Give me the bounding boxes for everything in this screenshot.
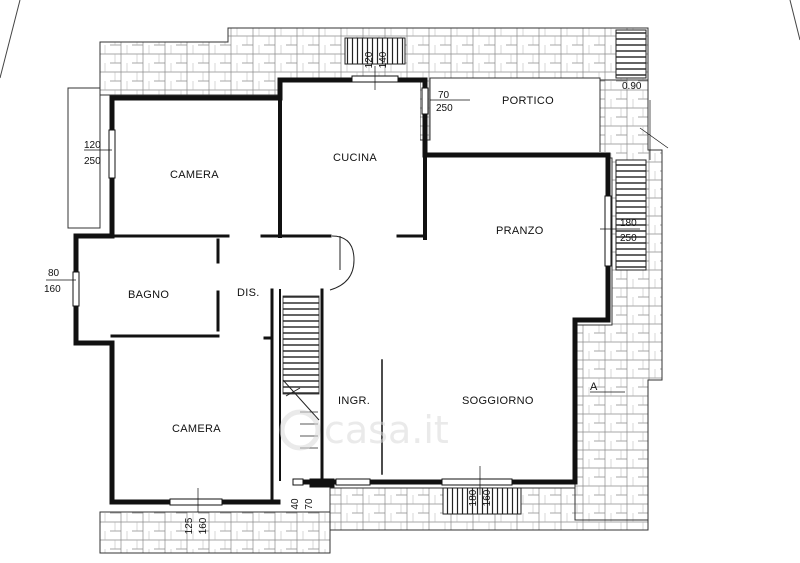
interior-floor xyxy=(74,80,608,500)
label-camera-top: CAMERA xyxy=(170,169,219,181)
label-portico: PORTICO xyxy=(502,95,554,107)
site-boundary xyxy=(0,0,800,79)
walls xyxy=(73,77,611,505)
dim-pranzo-window-w: 180 xyxy=(620,218,637,229)
dim-bagno-window-h: 160 xyxy=(44,284,61,295)
watermark-text: casa.it xyxy=(324,408,449,452)
dim-top-window-w: 120 xyxy=(364,51,375,68)
watermark: casa.it xyxy=(279,408,449,452)
dim-camera2-window-h: 160 xyxy=(198,517,209,534)
label-pranzo: PRANZO xyxy=(496,225,544,237)
dimension-leaders xyxy=(46,66,669,512)
label-dis: DIS. xyxy=(237,287,260,299)
dim-camera2-window-w: 125 xyxy=(184,517,195,534)
dim-cucina-window-w: 70 xyxy=(438,90,450,101)
label-cucina: CUCINA xyxy=(333,152,377,164)
dim-top-window-h: 140 xyxy=(378,51,389,68)
internal-stair xyxy=(282,295,320,449)
external-steps xyxy=(344,29,647,515)
dim-sogg-window-w: 180 xyxy=(468,489,479,506)
dim-cucina-window-h: 250 xyxy=(436,103,453,114)
dim-pranzo-window-h: 250 xyxy=(620,233,637,244)
dimension-labels: 120 140 70 250 0.90 120 250 180 250 80 1… xyxy=(44,51,642,534)
room-labels: CAMERA CUCINA PORTICO PRANZO BAGNO DIS. … xyxy=(128,95,554,435)
dim-camera-window-w: 120 xyxy=(84,140,101,151)
label-ingr: INGR. xyxy=(338,395,370,407)
dim-ingr-door-w: 40 xyxy=(290,498,301,510)
dim-camera-window-h: 250 xyxy=(84,156,101,167)
label-soggiorno: SOGGIORNO xyxy=(462,395,534,407)
section-mark-a: A xyxy=(590,381,598,393)
label-bagno: BAGNO xyxy=(128,289,169,301)
dim-sogg-window-h: 160 xyxy=(482,489,493,506)
dim-ingr-door-h: 70 xyxy=(304,498,315,510)
door-arcs xyxy=(329,235,355,291)
dim-portico: 0.90 xyxy=(622,81,642,92)
label-camera-bottom: CAMERA xyxy=(172,423,221,435)
dim-bagno-window-w: 80 xyxy=(48,268,60,279)
